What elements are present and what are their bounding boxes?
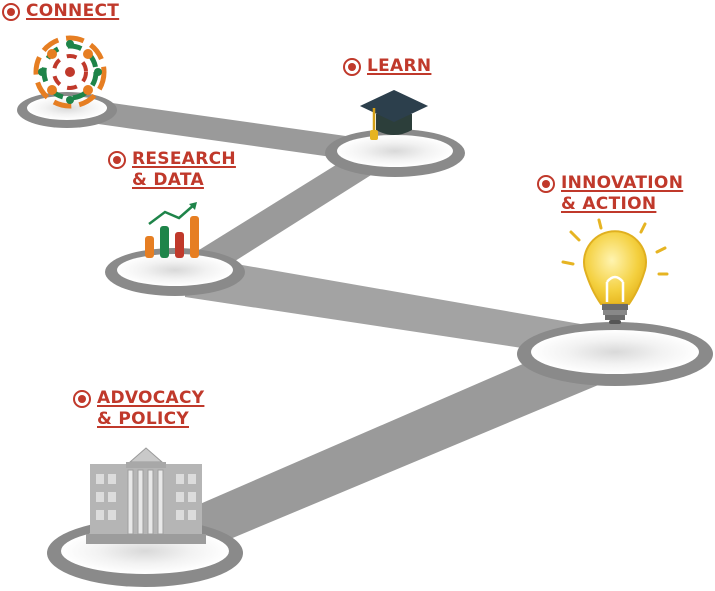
step-connect-label: CONNECT — [2, 1, 119, 22]
path-segment-connect-learn — [70, 97, 395, 166]
step-advocacy-label: ADVOCACY & POLICY — [73, 388, 204, 430]
lightbulb-icon — [561, 218, 669, 324]
disc-learn — [325, 129, 465, 177]
disc-innovation — [517, 322, 713, 386]
disc-research — [105, 248, 245, 296]
graduation-cap-icon — [360, 90, 428, 140]
step-learn-line1: LEARN — [367, 56, 432, 76]
step-innovation-line2: & ACTION — [561, 194, 657, 214]
target-bullet-icon — [73, 390, 91, 408]
target-bullet-icon — [537, 175, 555, 193]
step-connect-line1: CONNECT — [26, 1, 120, 21]
path-segments — [70, 97, 615, 560]
step-learn-label: LEARN — [343, 56, 431, 77]
path-segment-learn-research — [170, 145, 398, 280]
government-building-icon — [86, 447, 206, 544]
target-bullet-icon — [108, 151, 126, 169]
target-bullet-icon — [343, 58, 361, 76]
target-bullet-icon — [2, 3, 20, 21]
step-research-line1: RESEARCH — [132, 149, 236, 169]
bar-chart-icon — [145, 202, 199, 258]
step-advocacy-line1: ADVOCACY — [97, 388, 205, 408]
step-research-label: RESEARCH & DATA — [108, 149, 236, 191]
step-innovation-line1: INNOVATION — [561, 173, 684, 193]
step-research-line2: & DATA — [132, 170, 204, 190]
path-segment-innovation-advocacy — [140, 350, 615, 560]
step-innovation-label: INNOVATION & ACTION — [537, 173, 683, 215]
step-advocacy-line2: & POLICY — [97, 409, 189, 429]
path-segment-research-innovation — [185, 255, 615, 362]
network-hands-icon — [33, 35, 107, 109]
